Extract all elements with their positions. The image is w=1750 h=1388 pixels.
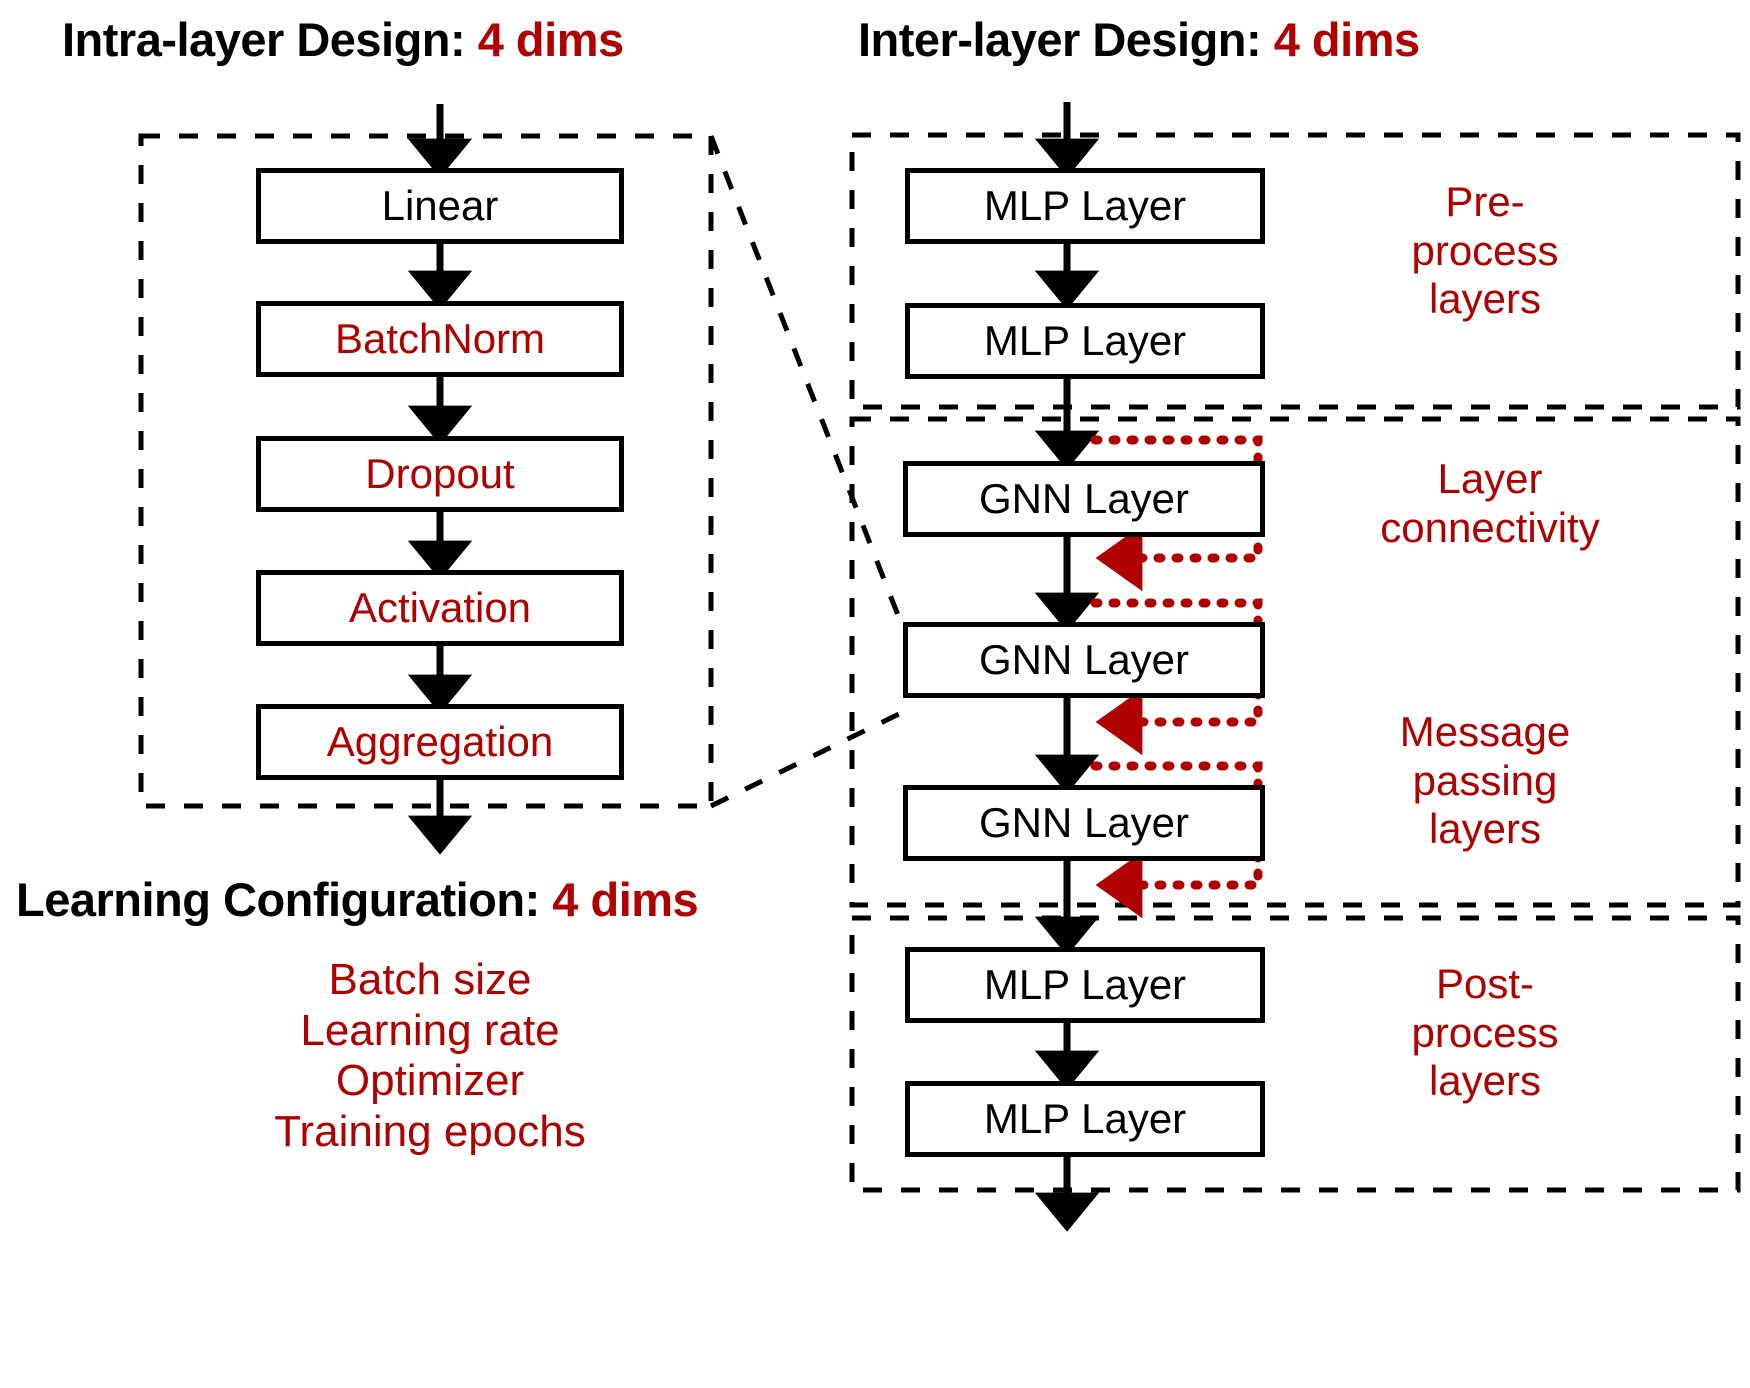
node-mlp-layer-2[interactable]: MLP Layer <box>905 303 1265 379</box>
node-mlp-layer-3[interactable]: MLP Layer <box>905 947 1265 1023</box>
node-dropout[interactable]: Dropout <box>256 436 624 512</box>
node-activation[interactable]: Activation <box>256 570 624 646</box>
learning-configuration-title-text: Learning Configuration: <box>16 873 553 926</box>
side-label-message-passing-layers: Message passing layers <box>1399 708 1571 853</box>
side-label-preprocess-layers: Pre- process layers <box>1411 178 1559 323</box>
intra-layer-title: Intra-layer Design: 4 dims <box>62 16 624 63</box>
node-linear[interactable]: Linear <box>256 168 624 244</box>
preprocess-dashed-frame <box>849 132 1741 410</box>
node-gnn-layer-2-label: GNN Layer <box>978 636 1190 683</box>
node-activation-label: Activation <box>348 584 532 631</box>
learning-config-item-optimizer: Optimizer <box>335 1056 525 1106</box>
zoom-connector-bottom <box>709 709 905 809</box>
intra-layer-title-text: Intra-layer Design: <box>62 13 478 66</box>
learning-config-item-learning-rate: Learning rate <box>300 1005 560 1055</box>
node-mlp-layer-1[interactable]: MLP Layer <box>905 168 1265 244</box>
node-aggregation-label: Aggregation <box>326 718 554 765</box>
inter-layer-title-accent: 4 dims <box>1273 13 1420 66</box>
node-gnn-layer-3[interactable]: GNN Layer <box>903 785 1265 861</box>
node-batchnorm-label: BatchNorm <box>334 315 546 362</box>
learning-configuration-title: Learning Configuration: 4 dims <box>16 873 699 926</box>
node-mlp-layer-4[interactable]: MLP Layer <box>905 1081 1265 1157</box>
node-mlp-layer-4-label: MLP Layer <box>983 1095 1187 1142</box>
node-mlp-layer-2-label: MLP Layer <box>983 317 1187 364</box>
learning-config-item-batch-size: Batch size <box>328 955 532 1004</box>
node-aggregation[interactable]: Aggregation <box>256 704 624 780</box>
zoom-connector-top <box>708 135 906 629</box>
learning-config-item-training-epochs: Training epochs <box>274 1106 586 1156</box>
node-dropout-label: Dropout <box>365 450 515 497</box>
node-mlp-layer-1-label: MLP Layer <box>983 182 1187 229</box>
postprocess-dashed-frame <box>849 915 1741 1193</box>
side-label-postprocess-layers: Post- process layers <box>1411 960 1559 1105</box>
node-gnn-layer-1[interactable]: GNN Layer <box>903 461 1265 537</box>
node-gnn-layer-3-label: GNN Layer <box>978 799 1190 846</box>
side-label-layer-connectivity: Layer connectivity <box>1380 455 1600 551</box>
node-gnn-layer-1-label: GNN Layer <box>978 475 1190 522</box>
node-batchnorm[interactable]: BatchNorm <box>256 301 624 377</box>
inter-layer-title: Inter-layer Design: 4 dims <box>858 16 1420 63</box>
node-gnn-layer-2[interactable]: GNN Layer <box>903 622 1265 698</box>
node-linear-label: Linear <box>381 182 499 229</box>
learning-configuration-list: Batch size Learning rate Optimizer Train… <box>60 955 800 1157</box>
intra-layer-title-accent: 4 dims <box>477 13 624 66</box>
learning-configuration-title-accent: 4 dims <box>552 873 699 926</box>
intra-layer-dashed-frame <box>138 133 714 809</box>
inter-layer-title-text: Inter-layer Design: <box>858 13 1274 66</box>
node-mlp-layer-3-label: MLP Layer <box>983 961 1187 1008</box>
